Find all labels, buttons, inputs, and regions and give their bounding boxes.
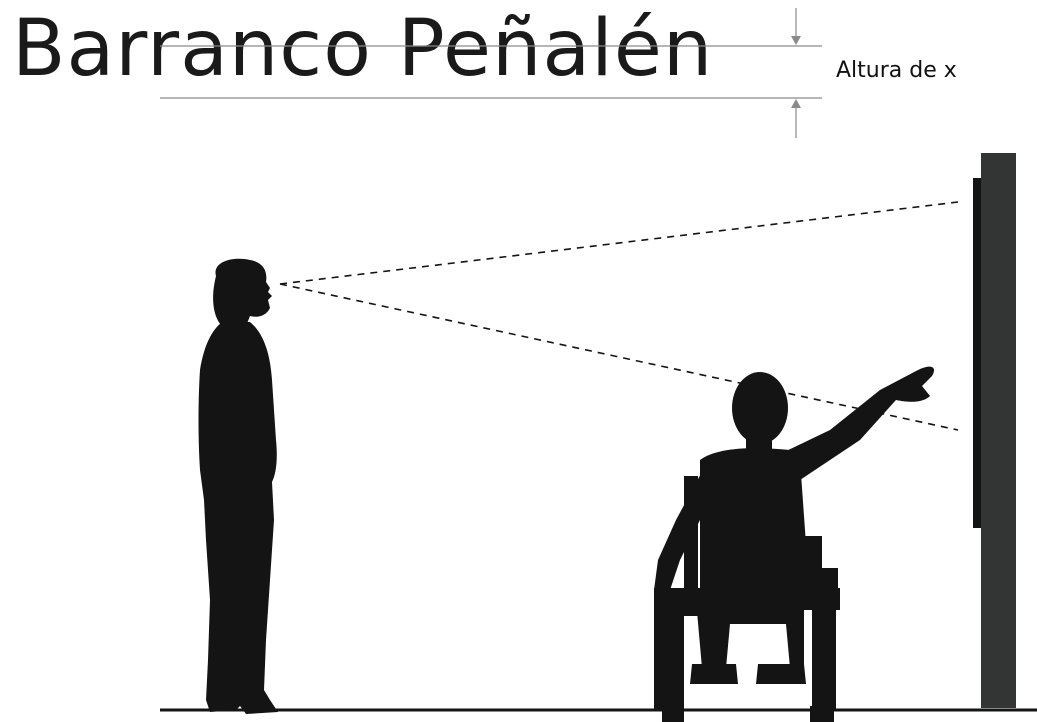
wheelchair-arm-step	[818, 568, 838, 598]
sign-backing	[973, 178, 982, 528]
standing-person-body	[198, 322, 278, 714]
x-height-guides	[160, 8, 822, 138]
sign-panel-icon	[973, 153, 1016, 708]
x-height-label: Altura de x	[836, 58, 957, 83]
wheelchair-user-head	[732, 372, 788, 444]
wheelchair-user-raised-arm	[780, 366, 935, 480]
wheelchair-user-torso	[700, 448, 810, 600]
sight-line-upper	[279, 201, 959, 285]
sight-lines	[279, 201, 959, 431]
wheelchair-user-icon	[654, 366, 935, 722]
wheelchair-back-wheel-stub	[810, 706, 834, 722]
sign-post	[981, 153, 1016, 708]
wheelchair-armrest	[804, 536, 822, 596]
wheelchair-user-legs	[696, 600, 804, 668]
wheelchair-front-leg	[654, 600, 684, 710]
arrow-down-icon	[791, 36, 801, 45]
standing-person-icon	[198, 258, 278, 714]
wheelchair-front-wheel-stub	[662, 706, 684, 722]
standing-person-head	[213, 258, 272, 326]
wheelchair-backrest	[684, 476, 698, 616]
wheelchair-user-feet	[690, 664, 806, 684]
arrow-up-icon	[791, 99, 801, 108]
wheelchair-seat	[654, 588, 840, 610]
sight-line-lower	[279, 283, 959, 431]
sign-title: Barranco Peñalén	[12, 4, 714, 94]
wheelchair-back-leg	[812, 600, 836, 710]
